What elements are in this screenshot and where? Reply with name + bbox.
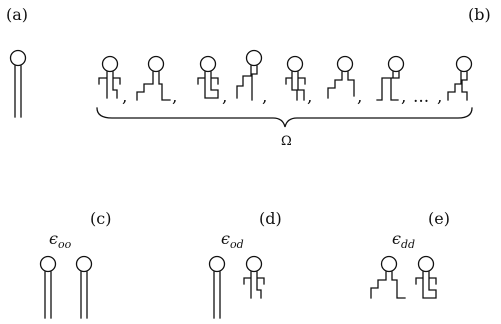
- separator-comma: ,: [357, 87, 362, 107]
- panel-label-b: (b): [468, 5, 491, 24]
- panel-label-d: (d): [259, 209, 282, 228]
- separator-comma: ,: [172, 87, 177, 107]
- ordered-molecule: [208, 255, 226, 319]
- ordered-molecule: [75, 255, 93, 319]
- disordered-conformation-3: [197, 55, 219, 99]
- omega-label: Ω: [281, 134, 292, 149]
- energy-label-od: ϵod: [221, 229, 244, 251]
- ordered-molecule: [39, 255, 57, 319]
- disordered-molecule: [243, 255, 265, 299]
- separator-comma: ,: [262, 87, 267, 107]
- underbrace: [96, 107, 473, 128]
- separator-comma: ,: [437, 87, 442, 107]
- energy-label-oo: ϵoo: [49, 229, 72, 251]
- energy-label-dd: ϵdd: [392, 229, 415, 251]
- ellipsis: ...: [413, 87, 429, 107]
- disordered-conformation-6: [327, 55, 355, 99]
- separator-comma: ,: [122, 87, 127, 107]
- ordered-molecule: [9, 49, 27, 118]
- disordered-conformation-7: [376, 55, 405, 101]
- disordered-conformation-4: [236, 49, 263, 101]
- disordered-molecule: [370, 255, 406, 299]
- disordered-conformation-2: [136, 55, 171, 101]
- panel-label-a: (a): [6, 5, 28, 24]
- disordered-conformation-1: [98, 55, 121, 99]
- separator-comma: ,: [401, 87, 406, 107]
- disordered-conformation-8: [447, 55, 473, 101]
- panel-label-c: (c): [90, 209, 111, 228]
- separator-comma: ,: [307, 87, 312, 107]
- separator-comma: ,: [222, 87, 227, 107]
- disordered-conformation-5: [285, 55, 306, 101]
- disordered-molecule: [415, 255, 437, 299]
- panel-label-e: (e): [428, 209, 450, 228]
